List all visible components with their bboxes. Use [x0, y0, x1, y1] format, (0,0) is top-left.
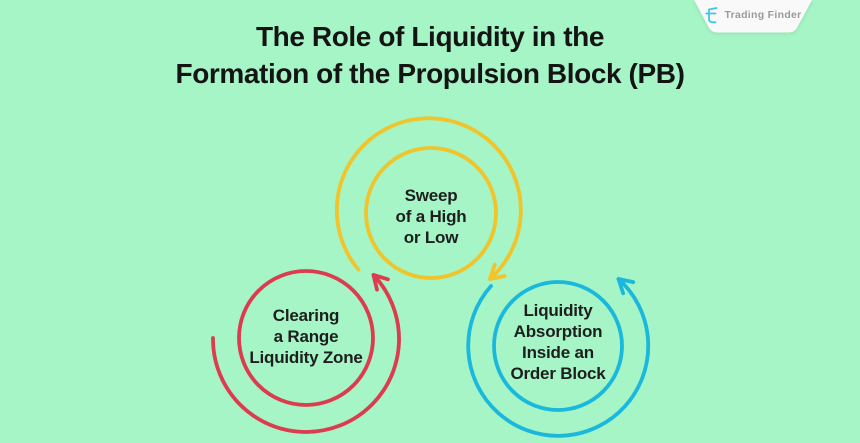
- absorption-outer-arrow-arc: [466, 277, 651, 438]
- clearing-inner-circle: [237, 269, 375, 407]
- sweep-inner-circle: [364, 146, 498, 280]
- brand-badge: Trading Finder: [692, 0, 814, 33]
- node-label-liquidity-absorption-order-block: Liquidity Absorption Inside an Order Blo…: [473, 300, 643, 384]
- clearing-outer-arrow-arc: [211, 273, 401, 434]
- label-line: Liquidity: [523, 301, 593, 320]
- label-line: Sweep: [404, 186, 458, 205]
- absorption-inner-circle: [492, 280, 624, 412]
- label-line: of a High: [395, 207, 467, 226]
- label-line: Inside an: [522, 343, 594, 362]
- brand-lockup: Trading Finder: [692, 0, 814, 33]
- page-title: The Role of Liquidity in the Formation o…: [0, 18, 860, 92]
- page-title-line1: The Role of Liquidity in the: [255, 21, 605, 52]
- label-line: or Low: [403, 228, 459, 247]
- node-label-sweep-of-high-or-low: Sweep of a High or Low: [346, 185, 516, 248]
- badge-ribbon-shape: [694, 0, 812, 33]
- node-label-clearing-range-liquidity-zone: Clearing a Range Liquidity Zone: [216, 305, 396, 368]
- badge-background: [694, 0, 812, 33]
- page-title-line2: Formation of the Propulsion Block (PB): [175, 58, 685, 89]
- brand-name: Trading Finder: [724, 8, 802, 21]
- label-line: Clearing: [272, 306, 340, 325]
- sweep-outer-arrow-arc: [334, 116, 523, 281]
- label-line: Liquidity Zone: [249, 348, 363, 367]
- label-line: a Range: [273, 327, 339, 346]
- label-line: Absorption: [513, 322, 603, 341]
- trading-finder-logo-icon: [705, 6, 718, 23]
- label-line: Order Block: [510, 364, 606, 383]
